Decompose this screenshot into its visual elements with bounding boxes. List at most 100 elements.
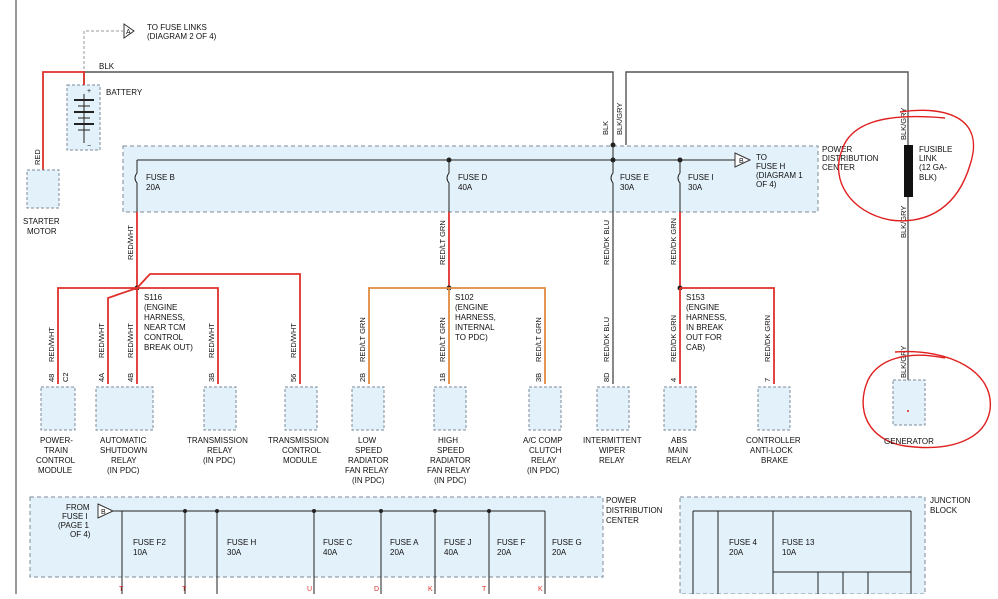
svg-text:CENTER: CENTER [606, 516, 639, 525]
svg-text:BLK): BLK) [919, 173, 937, 182]
svg-text:7: 7 [763, 378, 772, 382]
svg-text:A/C COMP: A/C COMP [523, 436, 563, 445]
svg-text:FUSE J: FUSE J [444, 538, 472, 547]
svg-text:FUSE A: FUSE A [390, 538, 419, 547]
svg-text:T: T [482, 586, 487, 593]
svg-text:FAN RELAY: FAN RELAY [427, 466, 471, 475]
svg-text:BLK/GRY: BLK/GRY [899, 206, 908, 238]
svg-text:BATTERY: BATTERY [106, 88, 143, 97]
svg-text:40A: 40A [323, 548, 338, 557]
svg-text:ABS: ABS [671, 436, 687, 445]
svg-text:1B: 1B [438, 373, 447, 382]
svg-text:SPEED: SPEED [437, 446, 464, 455]
svg-text:10A: 10A [782, 548, 797, 557]
svg-text:FUSE B: FUSE B [146, 173, 175, 182]
svg-text:T: T [182, 586, 187, 593]
svg-text:FUSE G: FUSE G [552, 538, 582, 547]
svg-text:RED/WHT: RED/WHT [47, 327, 56, 362]
generator: GENERATOR [884, 379, 934, 446]
svg-text:RELAY: RELAY [111, 456, 137, 465]
power-distribution-center-top: POWER DISTRIBUTION CENTER B TO FUSE H (D… [122, 142, 879, 213]
svg-text:TRANSMISSION: TRANSMISSION [187, 436, 248, 445]
automatic-shutdown-relay: AUTOMATIC SHUTDOWN RELAY (IN PDC) [95, 386, 154, 475]
svg-text:CONTROL: CONTROL [36, 456, 76, 465]
svg-text:56: 56 [289, 374, 298, 382]
svg-text:RED/DK BLU: RED/DK BLU [602, 220, 611, 265]
svg-text:NEAR TCM: NEAR TCM [144, 323, 186, 332]
fuse-b: FUSE B 20A [134, 160, 175, 212]
svg-text:U: U [307, 586, 312, 593]
svg-text:(DIAGRAM 1: (DIAGRAM 1 [756, 171, 803, 180]
svg-text:48: 48 [47, 374, 56, 382]
svg-text:40A: 40A [444, 548, 459, 557]
svg-text:RELAY: RELAY [599, 456, 625, 465]
annotation-circle-fusible-link [837, 109, 975, 222]
svg-text:INTERNAL: INTERNAL [455, 323, 495, 332]
svg-text:CONTROL: CONTROL [282, 446, 322, 455]
svg-text:HIGH: HIGH [438, 436, 458, 445]
svg-text:RED/WHT: RED/WHT [207, 323, 216, 358]
svg-text:DISTRIBUTION: DISTRIBUTION [606, 506, 663, 515]
svg-text:DISTRIBUTION: DISTRIBUTION [822, 154, 879, 163]
fuse-d: FUSE D 40A [446, 160, 488, 212]
svg-text:TRAIN: TRAIN [44, 446, 68, 455]
svg-text:C2: C2 [61, 372, 70, 382]
svg-text:RED/WHT: RED/WHT [97, 323, 106, 358]
svg-text:FUSE H: FUSE H [227, 538, 257, 547]
svg-text:30A: 30A [227, 548, 242, 557]
svg-text:FUSE D: FUSE D [458, 173, 488, 182]
svg-text:10A: 10A [133, 548, 148, 557]
battery: + − BATTERY [66, 84, 143, 151]
svg-text:FUSE I: FUSE I [62, 512, 88, 521]
svg-text:BLK/GRY: BLK/GRY [899, 346, 908, 378]
svg-text:30A: 30A [620, 183, 635, 192]
svg-text:CONTROLLER: CONTROLLER [746, 436, 801, 445]
transmission-control-module: TRANSMISSION CONTROL MODULE [268, 386, 329, 465]
svg-text:20A: 20A [497, 548, 512, 557]
svg-text:POWER: POWER [822, 145, 852, 154]
svg-text:CAB): CAB) [686, 343, 705, 352]
svg-text:RED/LT GRN: RED/LT GRN [438, 220, 447, 265]
svg-text:K: K [428, 586, 433, 593]
svg-text:20A: 20A [146, 183, 161, 192]
svg-text:IN BREAK: IN BREAK [686, 323, 724, 332]
svg-text:TO PDC): TO PDC) [455, 333, 488, 342]
fuse-links-connector: A TO FUSE LINKS (DIAGRAM 2 OF 4) [83, 23, 217, 85]
svg-text:RADIATOR: RADIATOR [348, 456, 389, 465]
svg-text:(PAGE 1: (PAGE 1 [58, 521, 90, 530]
svg-text:(IN PDC): (IN PDC) [527, 466, 560, 475]
svg-text:BLOCK: BLOCK [930, 506, 958, 515]
svg-text:LOW: LOW [358, 436, 377, 445]
svg-text:RED/LT GRN: RED/LT GRN [534, 317, 543, 362]
svg-text:SPEED: SPEED [355, 446, 382, 455]
bottom-fuse-f2: FUSE F2 10A [121, 509, 187, 594]
svg-text:RADIATOR: RADIATOR [430, 456, 471, 465]
svg-text:HARNESS,: HARNESS, [455, 313, 496, 322]
high-speed-radiator-fan-relay: HIGH SPEED RADIATOR FAN RELAY (IN PDC) [427, 386, 471, 485]
svg-text:BLK: BLK [601, 121, 610, 135]
svg-text:FUSE F: FUSE F [497, 538, 526, 547]
svg-text:FUSE C: FUSE C [323, 538, 353, 547]
svg-text:(IN PDC): (IN PDC) [107, 466, 140, 475]
svg-text:RED/DK GRN: RED/DK GRN [669, 218, 678, 265]
abs-main-relay: ABS MAIN RELAY [663, 386, 697, 465]
svg-text:−: − [87, 143, 91, 150]
low-speed-radiator-fan-relay: LOW SPEED RADIATOR FAN RELAY (IN PDC) [345, 386, 389, 485]
svg-text:MODULE: MODULE [38, 466, 72, 475]
svg-text:RED/WHT: RED/WHT [126, 225, 135, 260]
svg-text:ANTI-LOCK: ANTI-LOCK [750, 446, 793, 455]
svg-text:(DIAGRAM 2 OF 4): (DIAGRAM 2 OF 4) [147, 32, 217, 41]
svg-text:RED/LT GRN: RED/LT GRN [358, 317, 367, 362]
bottom-fuse-c: FUSE C 40A [312, 509, 353, 594]
svg-text:FUSE I: FUSE I [688, 173, 714, 182]
svg-text:RED/DK GRN: RED/DK GRN [669, 315, 678, 362]
svg-text:BLK/GRY: BLK/GRY [899, 108, 908, 140]
starter-motor: STARTER MOTOR [23, 169, 60, 236]
svg-text:OF 4): OF 4) [756, 180, 777, 189]
svg-text:POWER: POWER [606, 496, 636, 505]
transmission-relay: TRANSMISSION RELAY (IN PDC) [187, 386, 248, 465]
svg-text:FUSE F2: FUSE F2 [133, 538, 166, 547]
svg-text:OUT FOR: OUT FOR [686, 333, 722, 342]
splice-s116-branch: RED/WHT S116 (ENGINE HARNESS, NEAR TCM C… [57, 212, 301, 384]
